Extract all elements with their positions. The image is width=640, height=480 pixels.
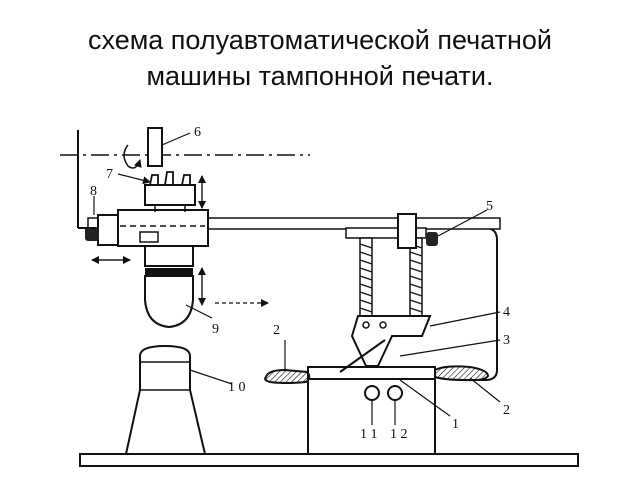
slide-title: схема полуавтоматической печатной машины… [0, 22, 640, 94]
squeegee-assembly [350, 315, 432, 367]
label-11: 1 1 [360, 427, 378, 442]
label-9: 9 [212, 322, 219, 337]
printing-pad [144, 275, 194, 329]
label-1: 1 [452, 417, 459, 432]
table-top [307, 366, 436, 380]
button-12 [387, 385, 403, 401]
part-6 [147, 127, 163, 167]
knob-8 [85, 227, 99, 241]
label-12: 1 2 [390, 427, 408, 442]
base-plate [79, 453, 579, 467]
label-8: 8 [90, 184, 97, 199]
carriage-arm [87, 217, 501, 230]
title-line-1: схема полуавтоматической печатной [88, 25, 552, 55]
label-3: 3 [503, 333, 510, 348]
label-7: 7 [106, 167, 113, 182]
label-2-right: 2 [503, 403, 510, 418]
rotation-arrow [123, 144, 142, 169]
button-11 [364, 385, 380, 401]
print-table [307, 369, 436, 455]
product-holder [124, 344, 207, 455]
machine-frame [430, 227, 498, 381]
label-2-left: 2 [273, 323, 280, 338]
ink-blob-right [434, 365, 490, 382]
label-4: 4 [503, 305, 510, 320]
clamp-5 [397, 213, 417, 249]
label-6: 6 [194, 125, 201, 140]
ink-blob-left [264, 368, 311, 384]
label-10: 1 0 [228, 380, 246, 395]
title-line-2: машины тампонной печати. [146, 61, 494, 91]
label-5: 5 [486, 199, 493, 214]
